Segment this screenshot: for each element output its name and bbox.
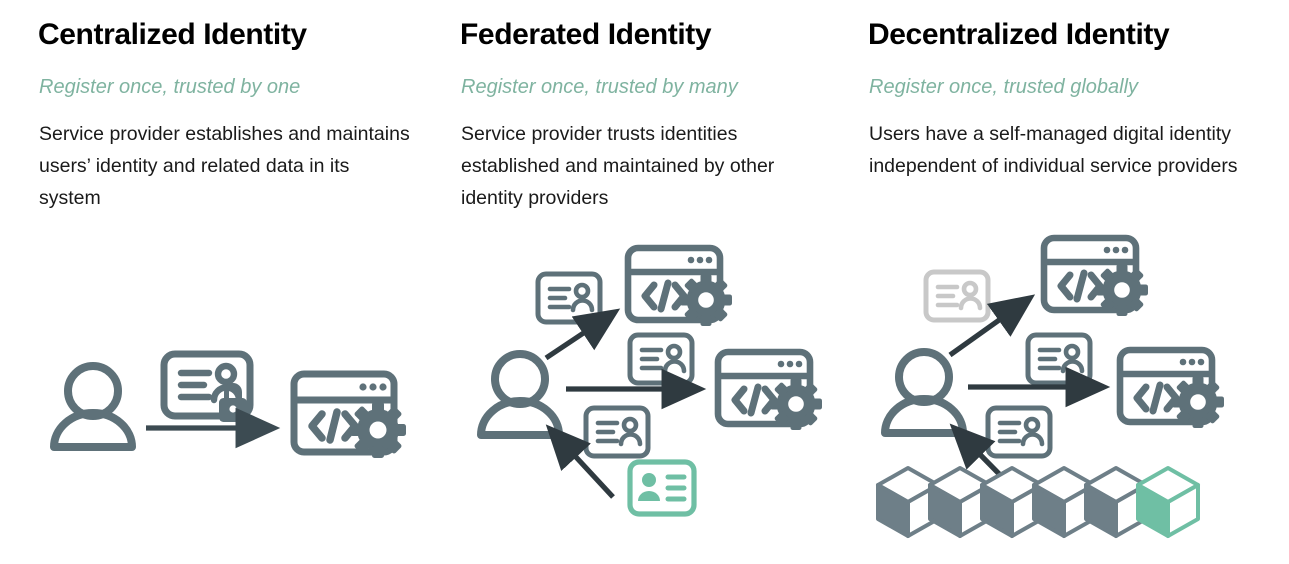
- person-icon: [50, 362, 136, 451]
- subtitle-federated: Register once, trusted by many: [461, 76, 738, 98]
- gear-icon: [350, 402, 406, 458]
- diagram-centralized: [38, 232, 442, 564]
- id-card-faded-icon-upper: [926, 272, 988, 320]
- column-decentralized: Decentralized Identity Register once, tr…: [868, 0, 1272, 564]
- subtitle-centralized: Register once, trusted by one: [39, 76, 301, 98]
- arrow-user-to-service-upper: [948, 294, 1036, 358]
- service-window-gear-icon-upper: [628, 248, 732, 326]
- id-card-icon-middle: [630, 335, 692, 383]
- service-window-gear-icon-middle: [718, 352, 822, 430]
- arrow-identity-provider-to-user: [545, 424, 615, 499]
- page-title-decentralized: Decentralized Identity: [868, 18, 1170, 51]
- column-federated: Federated Identity Register once, truste…: [460, 0, 860, 564]
- description-centralized: Service provider establishes and maintai…: [39, 123, 410, 209]
- page-title-centralized: Centralized Identity: [38, 18, 307, 51]
- person-icon: [477, 350, 563, 439]
- service-window-gear-icon: [290, 370, 406, 458]
- diagram-federated: [460, 232, 864, 564]
- id-card-icon-lower: [586, 408, 648, 456]
- description-federated: Service provider trusts identities estab…: [461, 123, 775, 209]
- diagram-decentralized: [868, 232, 1272, 564]
- subtitle-decentralized: Register once, trusted globally: [869, 76, 1139, 98]
- person-icon: [881, 348, 967, 437]
- service-window-gear-icon-upper: [1044, 238, 1148, 316]
- id-card-icon-middle: [1028, 335, 1090, 383]
- service-window-gear-icon-middle: [1120, 350, 1224, 428]
- column-centralized: Centralized Identity Register once, trus…: [38, 0, 442, 564]
- identity-provider-card-icon: [627, 459, 697, 517]
- arrow-user-to-service-upper: [544, 308, 621, 361]
- id-card-locked-icon: [160, 350, 254, 422]
- blockchain-cube-highlighted: [1136, 466, 1200, 538]
- id-card-icon-lower: [988, 408, 1050, 456]
- blockchain-cubes-icon: [876, 466, 1200, 538]
- id-card-icon-upper: [538, 274, 600, 322]
- page-title-federated: Federated Identity: [460, 18, 712, 51]
- description-decentralized: Users have a self-managed digital identi…: [869, 123, 1238, 177]
